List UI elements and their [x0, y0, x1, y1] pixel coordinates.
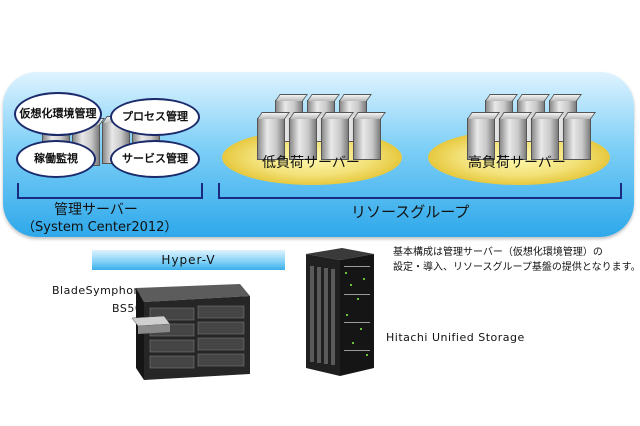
- server-icon: [353, 118, 381, 160]
- hyperv-label: Hyper-V: [161, 253, 216, 267]
- server-icon: [257, 118, 285, 160]
- function-service-management: サービス管理: [110, 140, 200, 178]
- resource-group-bracket: [218, 183, 622, 199]
- management-caption-sub: （System Center2012）: [22, 220, 178, 235]
- function-operation-monitoring: 稼働監視: [16, 140, 96, 178]
- storage-rack-image: [306, 248, 374, 376]
- low-load-label: 低負荷サーバー: [262, 155, 360, 171]
- server-icon: [563, 118, 591, 160]
- blade-name: BladeSymphony: [52, 284, 148, 297]
- function-virtualization-management: 仮想化環境管理: [14, 92, 102, 136]
- server-icon: [499, 118, 527, 160]
- note-line2: 設定・導入、リソースグループ基盤の提供となります。: [393, 262, 640, 273]
- management-server-cluster: 仮想化環境管理 プロセス管理 稼働監視 サービス管理: [12, 84, 202, 179]
- function-process-management: プロセス管理: [110, 98, 200, 136]
- note-line1: 基本構成は管理サーバー（仮想化環境管理）の: [393, 247, 603, 258]
- server-icon: [467, 118, 495, 160]
- hyperv-bar: Hyper-V: [92, 250, 285, 270]
- storage-name: Hitachi Unified Storage: [386, 331, 525, 344]
- management-caption: 管理サーバー: [54, 202, 138, 218]
- high-load-server-group: [455, 92, 595, 162]
- server-icon: [321, 118, 349, 160]
- management-bracket: [17, 183, 203, 199]
- low-load-server-group: [245, 92, 385, 162]
- high-load-label: 高負荷サーバー: [468, 155, 566, 171]
- server-icon: [531, 118, 559, 160]
- resource-group-caption: リソースグループ: [351, 203, 470, 221]
- server-icon: [289, 118, 317, 160]
- blade-chassis-image: [131, 284, 250, 380]
